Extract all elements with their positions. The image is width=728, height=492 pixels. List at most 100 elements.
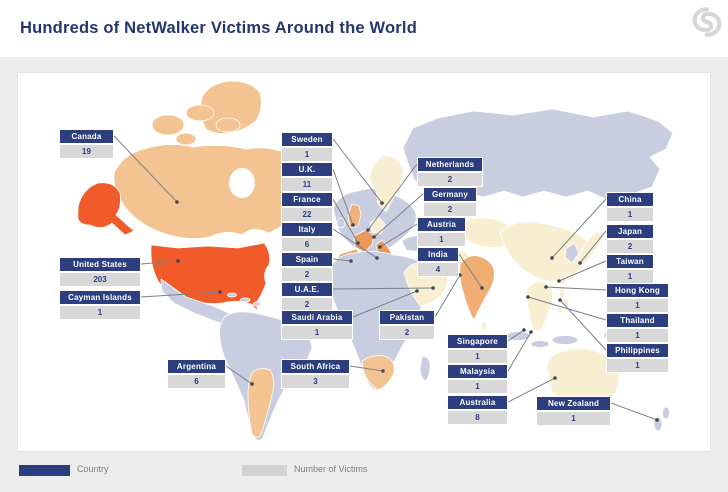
legend-victims-label: Number of Victims bbox=[294, 464, 368, 474]
country-shape-new-zealand bbox=[653, 416, 663, 432]
country-label-u-a-e: U.A.E. 2 bbox=[282, 283, 332, 311]
country-name-u-a-e: U.A.E. bbox=[282, 283, 332, 296]
victim-count-pakistan: 2 bbox=[380, 326, 434, 339]
victim-count-india: 4 bbox=[418, 263, 458, 276]
country-name-thailand: Thailand bbox=[607, 314, 668, 327]
legend-victims-swatch bbox=[242, 465, 287, 476]
country-label-canada: Canada 19 bbox=[60, 130, 113, 158]
country-shape-usa bbox=[150, 242, 271, 312]
region-shape-indochina bbox=[525, 281, 554, 332]
country-label-hong-kong: Hong Kong 1 bbox=[607, 284, 668, 312]
country-name-taiwan: Taiwan bbox=[607, 255, 653, 268]
country-shape-india bbox=[459, 255, 495, 321]
country-name-hong-kong: Hong Kong bbox=[607, 284, 668, 297]
victim-count-china: 1 bbox=[607, 208, 653, 221]
victim-count-netherlands: 2 bbox=[418, 173, 482, 186]
country-name-philippines: Philippines bbox=[607, 344, 668, 357]
country-name-australia: Australia bbox=[448, 396, 507, 409]
region-shape-arctic-islands-4 bbox=[175, 132, 197, 146]
country-label-south-africa: South Africa 3 bbox=[282, 360, 349, 388]
country-name-united-states: United States bbox=[60, 258, 140, 271]
hudson-bay bbox=[229, 168, 255, 198]
country-label-australia: Australia 8 bbox=[448, 396, 507, 424]
country-label-japan: Japan 2 bbox=[607, 225, 653, 253]
victim-count-australia: 8 bbox=[448, 411, 507, 424]
victim-count-south-africa: 3 bbox=[282, 375, 349, 388]
country-name-germany: Germany bbox=[424, 188, 476, 201]
country-label-spain: Spain 2 bbox=[282, 253, 332, 281]
victim-count-italy: 6 bbox=[282, 238, 332, 251]
country-name-pakistan: Pakistan bbox=[380, 311, 434, 324]
country-name-france: France bbox=[282, 193, 332, 206]
victim-count-thailand: 1 bbox=[607, 329, 668, 342]
region-shape-arctic-islands-2 bbox=[185, 104, 215, 122]
country-name-spain: Spain bbox=[282, 253, 332, 266]
country-label-taiwan: Taiwan 1 bbox=[607, 255, 653, 283]
region-shape-caribbean-2 bbox=[239, 297, 251, 303]
region-shape-caribbean-3 bbox=[252, 301, 262, 307]
victim-count-u-a-e: 2 bbox=[282, 298, 332, 311]
region-shape-caribbean bbox=[227, 292, 237, 298]
country-label-united-states: United States 203 bbox=[60, 258, 140, 286]
country-name-austria: Austria bbox=[418, 218, 465, 231]
country-shape-new-zealand-2 bbox=[662, 406, 670, 420]
country-name-argentina: Argentina bbox=[168, 360, 225, 373]
victim-count-u-k: 11 bbox=[282, 178, 332, 191]
vendor-swirl-logo-icon bbox=[692, 7, 722, 37]
country-label-argentina: Argentina 6 bbox=[168, 360, 225, 388]
victim-count-spain: 2 bbox=[282, 268, 332, 281]
country-shape-south-africa bbox=[361, 355, 395, 391]
victim-count-argentina: 6 bbox=[168, 375, 225, 388]
country-shape-philippines-2 bbox=[563, 298, 569, 308]
victim-count-japan: 2 bbox=[607, 240, 653, 253]
victim-count-new-zealand: 1 bbox=[537, 412, 610, 425]
legend-country-label: Country bbox=[77, 464, 109, 474]
region-shape-arctic-islands bbox=[151, 114, 185, 136]
region-shape-arctic-islands-3 bbox=[215, 117, 241, 133]
country-shape-indonesia bbox=[505, 331, 531, 341]
victim-count-taiwan: 1 bbox=[607, 270, 653, 283]
country-name-south-africa: South Africa bbox=[282, 360, 349, 373]
page-title: Hundreds of NetWalker Victims Around the… bbox=[20, 19, 417, 37]
country-name-malaysia: Malaysia bbox=[448, 365, 507, 378]
victim-count-cayman-islands: 1 bbox=[60, 306, 140, 319]
title-bar: Hundreds of NetWalker Victims Around the… bbox=[0, 0, 728, 57]
country-name-canada: Canada bbox=[60, 130, 113, 143]
country-name-saudi-arabia: Saudi Arabia bbox=[282, 311, 352, 324]
country-shape-indonesia-2 bbox=[530, 340, 550, 348]
country-shape-taiwan bbox=[559, 275, 567, 285]
country-name-cayman-islands: Cayman Islands bbox=[60, 291, 140, 304]
victim-count-united-states: 203 bbox=[60, 273, 140, 286]
country-shape-philippines-3 bbox=[557, 306, 563, 314]
country-shape-argentina bbox=[247, 368, 274, 438]
country-label-france: France 22 bbox=[282, 193, 332, 221]
country-shape-greenland bbox=[200, 80, 262, 134]
country-shape-ireland bbox=[336, 217, 346, 229]
country-name-u-k: U.K. bbox=[282, 163, 332, 176]
country-label-cayman-islands: Cayman Islands 1 bbox=[60, 291, 140, 319]
country-shape-canada bbox=[113, 144, 300, 239]
country-label-india: India 4 bbox=[418, 248, 458, 276]
victim-count-canada: 19 bbox=[60, 145, 113, 158]
country-name-india: India bbox=[418, 248, 458, 261]
country-label-u-k: U.K. 11 bbox=[282, 163, 332, 191]
victim-count-saudi-arabia: 1 bbox=[282, 326, 352, 339]
victim-count-germany: 2 bbox=[424, 203, 476, 216]
country-shape-philippines bbox=[558, 287, 566, 299]
country-label-pakistan: Pakistan 2 bbox=[380, 311, 434, 339]
country-name-sweden: Sweden bbox=[282, 133, 332, 146]
country-shape-madagascar bbox=[419, 356, 431, 382]
legend: Country Number of Victims bbox=[0, 460, 728, 482]
legend-country-swatch bbox=[19, 465, 70, 476]
victim-count-singapore: 1 bbox=[448, 350, 507, 363]
country-name-new-zealand: New Zealand bbox=[537, 397, 610, 410]
victim-count-hong-kong: 1 bbox=[607, 299, 668, 312]
country-name-japan: Japan bbox=[607, 225, 653, 238]
victim-count-france: 22 bbox=[282, 208, 332, 221]
